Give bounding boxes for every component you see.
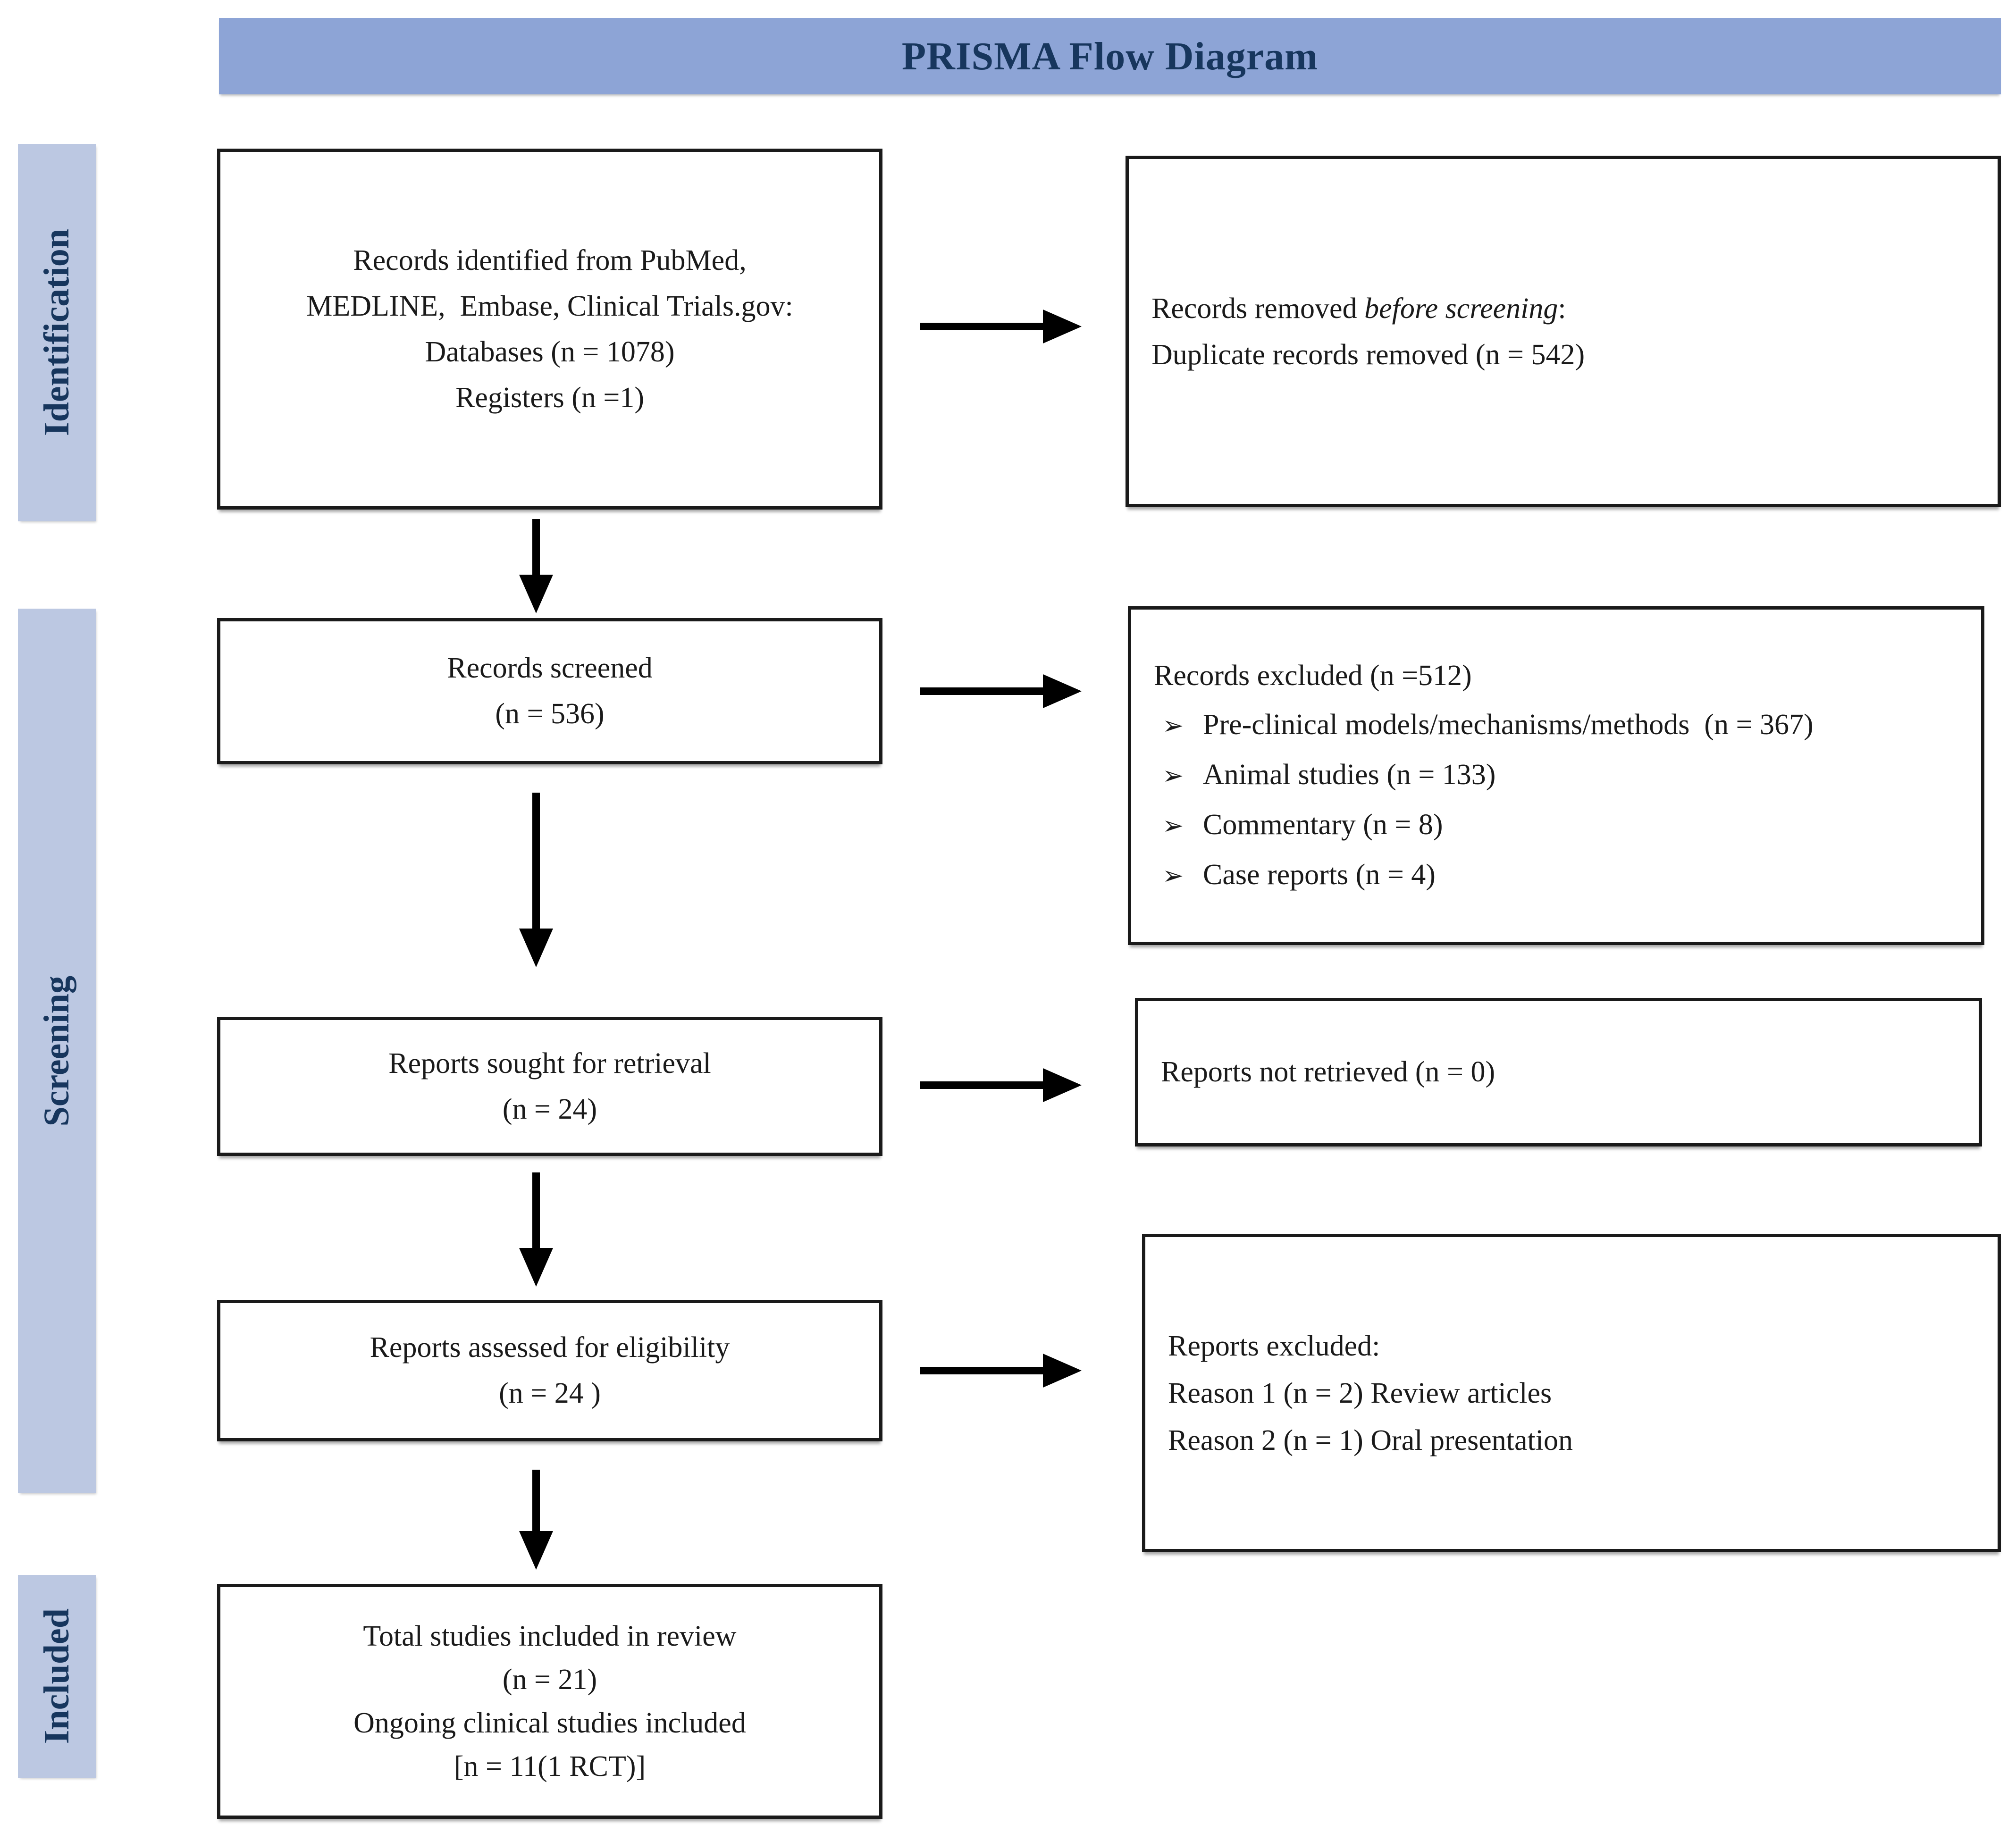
records-screened-line: Records screened — [447, 652, 653, 684]
reports-not-retrieved-line: Reports not retrieved (n = 0) — [1161, 1056, 1495, 1088]
arrowhead-bullet-icon: ➢ — [1162, 812, 1184, 840]
box-total-included: Total studies included in review (n = 21… — [217, 1584, 882, 1819]
box-reports-assessed: Reports assessed for eligibility (n = 24… — [217, 1300, 882, 1441]
records-excluded-bullet: ➢ Commentary (n = 8) — [1154, 800, 1443, 850]
records-excluded-bullet: ➢ Pre-clinical models/mechanisms/methods… — [1154, 700, 1814, 750]
box-records-removed: Records removed before screening: Duplic… — [1126, 156, 2001, 507]
records-identified-line: MEDLINE, Embase, Clinical Trials.gov: — [306, 290, 793, 322]
box-records-identified: Records identified from PubMed, MEDLINE,… — [217, 149, 882, 510]
records-removed-text: Records removed — [1151, 292, 1365, 325]
records-screened-line: (n = 536) — [495, 698, 605, 730]
records-identified-line: Records identified from PubMed, — [353, 244, 747, 276]
total-included-line: Ongoing clinical studies included — [353, 1707, 746, 1739]
records-excluded-bullet-text: Case reports (n = 4) — [1203, 859, 1436, 891]
records-removed-text: : — [1558, 292, 1566, 325]
arrowhead-bullet-icon: ➢ — [1162, 711, 1184, 740]
reports-sought-line: (n = 24) — [502, 1093, 597, 1125]
reports-excluded-line: Reports excluded: — [1168, 1330, 1380, 1362]
box-reports-sought: Reports sought for retrieval (n = 24) — [217, 1017, 882, 1156]
box-reports-not-retrieved: Reports not retrieved (n = 0) — [1135, 998, 1982, 1146]
stage-band-screening: Screening — [18, 609, 96, 1493]
reports-assessed-line: Reports assessed for eligibility — [370, 1331, 730, 1364]
stage-label-screening: Screening — [37, 975, 76, 1127]
records-excluded-bullet: ➢ Case reports (n = 4) — [1154, 850, 1436, 900]
total-included-line: [n = 11(1 RCT)] — [454, 1750, 646, 1782]
records-removed-italic-text: before screening — [1364, 292, 1558, 325]
box-records-screened: Records screened (n = 536) — [217, 618, 882, 764]
reports-sought-line: Reports sought for retrieval — [388, 1047, 711, 1079]
stage-label-identification: Identification — [37, 229, 76, 436]
records-removed-line: Records removed before screening: — [1151, 285, 1566, 332]
records-excluded-bullet-text: Commentary (n = 8) — [1203, 809, 1443, 841]
reports-excluded-line: Reason 1 (n = 2) Review articles — [1168, 1377, 1552, 1409]
box-reports-excluded: Reports excluded: Reason 1 (n = 2) Revie… — [1142, 1234, 2001, 1552]
diagram-title: PRISMA Flow Diagram — [901, 34, 1319, 78]
arrowhead-bullet-icon: ➢ — [1162, 762, 1184, 790]
records-excluded-bullet-text: Animal studies (n = 133) — [1203, 759, 1496, 791]
stage-band-identification: Identification — [18, 144, 96, 521]
arrowhead-bullet-icon: ➢ — [1162, 862, 1184, 890]
records-identified-line: Databases (n = 1078) — [425, 335, 675, 368]
records-excluded-bullet-text: Pre-clinical models/mechanisms/methods (… — [1203, 709, 1814, 741]
records-removed-line: Duplicate records removed (n = 542) — [1151, 338, 1585, 371]
stage-label-included: Included — [37, 1608, 76, 1744]
reports-excluded-line: Reason 2 (n = 1) Oral presentation — [1168, 1424, 1573, 1456]
stage-band-included: Included — [18, 1575, 96, 1778]
reports-assessed-line: (n = 24 ) — [499, 1377, 601, 1409]
box-records-excluded: Records excluded (n =512) ➢ Pre-clinical… — [1128, 606, 1984, 945]
records-excluded-bullet: ➢ Animal studies (n = 133) — [1154, 750, 1495, 800]
diagram-title-bar: PRISMA Flow Diagram — [219, 18, 2001, 94]
records-identified-line: Registers (n =1) — [455, 381, 644, 414]
records-excluded-header: Records excluded (n =512) — [1154, 660, 1472, 692]
total-included-line: (n = 21) — [502, 1664, 597, 1696]
total-included-line: Total studies included in review — [363, 1620, 737, 1652]
